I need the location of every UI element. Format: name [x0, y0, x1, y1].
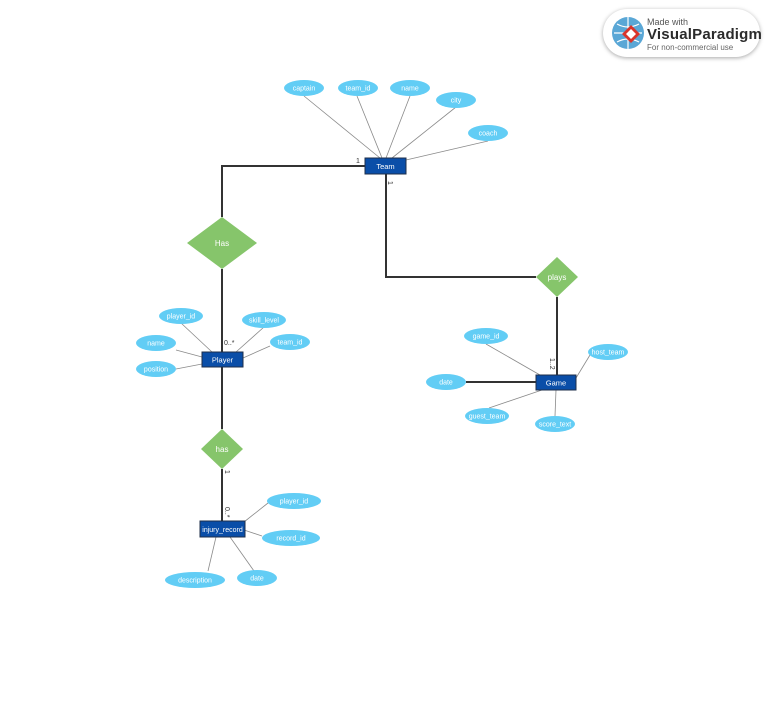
attribute-player-skill-level[interactable]: skill_level — [242, 312, 286, 328]
connector-team-has — [221, 165, 365, 217]
attribute-player-name[interactable]: name — [136, 335, 176, 351]
relationship-connectors — [221, 165, 558, 521]
attribute-game-score-text[interactable]: score_text — [535, 416, 575, 432]
attribute-game-host-team[interactable]: host_team — [588, 344, 628, 360]
card-player-has: 0..* — [224, 340, 235, 347]
relationship-plays[interactable]: plays — [536, 257, 578, 297]
attribute-player-team-id[interactable]: team_id — [270, 334, 310, 350]
svg-text:coach: coach — [479, 131, 498, 138]
entity-label: Game — [546, 379, 566, 388]
attribute-player-player-id[interactable]: player_id — [159, 308, 203, 324]
watermark-line1: Made with — [647, 17, 689, 27]
svg-text:score_text: score_text — [539, 422, 571, 429]
svg-text:player_id: player_id — [280, 499, 309, 506]
attribute-game-game-id[interactable]: game_id — [464, 328, 508, 344]
cardinalities: 1 1 0..* 1..2 1 0..* — [223, 158, 555, 518]
card-injury-has: 0..* — [223, 507, 230, 518]
attribute-injury-description[interactable]: description — [165, 572, 225, 588]
attribute-connectors — [175, 95, 591, 572]
svg-text:record_id: record_id — [276, 536, 305, 543]
svg-text:guest_team: guest_team — [469, 414, 506, 421]
svg-text:description: description — [178, 578, 212, 585]
svg-text:date: date — [250, 576, 264, 583]
visual-paradigm-logo-icon — [612, 17, 644, 49]
svg-text:position: position — [144, 367, 168, 374]
attribute-game-guest-team[interactable]: guest_team — [465, 408, 509, 424]
entity-label: injury_record — [202, 527, 243, 534]
entity-injury-record[interactable]: injury_record — [199, 520, 246, 538]
attribute-team-team-id[interactable]: team_id — [338, 80, 378, 96]
entity-team[interactable]: Team — [364, 157, 407, 175]
entity-player[interactable]: Player — [201, 351, 244, 368]
card-team-plays: 1 — [386, 181, 393, 185]
watermark-brand: VisualParadigm — [647, 26, 763, 43]
attribute-injury-date[interactable]: date — [237, 570, 277, 586]
attribute-player-position[interactable]: position — [136, 361, 176, 377]
entity-label: Player — [212, 356, 234, 365]
entity-label: Team — [376, 162, 394, 171]
attribute-injury-player-id[interactable]: player_id — [267, 493, 321, 509]
relationship-has-player-injury[interactable]: has — [201, 429, 243, 469]
svg-text:city: city — [451, 98, 462, 105]
attribute-team-city[interactable]: city — [436, 92, 476, 108]
attribute-team-coach[interactable]: coach — [468, 125, 508, 141]
attribute-team-name[interactable]: name — [390, 80, 430, 96]
relationship-label: Has — [215, 239, 229, 248]
connector-team-plays — [385, 174, 536, 278]
svg-text:name: name — [147, 341, 165, 348]
svg-text:name: name — [401, 86, 419, 93]
visual-paradigm-watermark: Made with VisualParadigm For non-commerc… — [603, 9, 763, 57]
card-game-plays: 1..2 — [548, 358, 555, 370]
svg-text:team_id: team_id — [346, 86, 371, 93]
watermark-line3: For non-commercial use — [647, 43, 734, 52]
attribute-game-date[interactable]: date — [426, 374, 466, 390]
svg-text:captain: captain — [293, 86, 316, 93]
entity-game[interactable]: Game — [535, 374, 577, 391]
relationship-label: plays — [548, 273, 567, 282]
svg-text:game_id: game_id — [473, 334, 500, 341]
svg-text:team_id: team_id — [278, 340, 303, 347]
attribute-team-captain[interactable]: captain — [284, 80, 324, 96]
relationship-label: has — [216, 445, 229, 454]
card-player-injury: 1 — [223, 470, 230, 474]
svg-text:skill_level: skill_level — [249, 318, 279, 325]
svg-text:host_team: host_team — [592, 350, 625, 357]
attribute-injury-record-id[interactable]: record_id — [262, 530, 320, 546]
attributes: captain team_id name city coach player_i… — [136, 80, 628, 588]
card-team-has: 1 — [356, 158, 360, 165]
svg-text:date: date — [439, 380, 453, 387]
relationship-has-team-player[interactable]: Has — [187, 217, 257, 269]
svg-text:player_id: player_id — [167, 314, 196, 321]
